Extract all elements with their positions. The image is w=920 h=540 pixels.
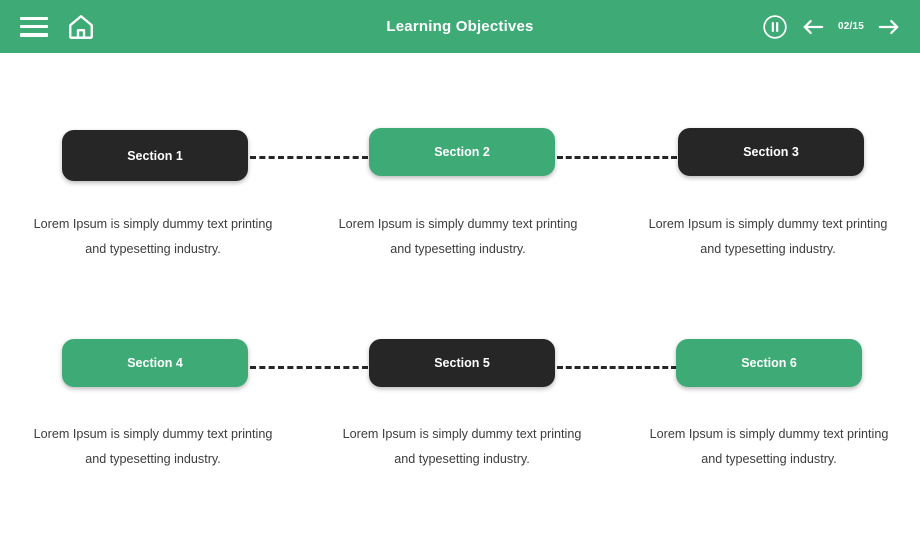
hamburger-menu-icon[interactable] [20,16,48,37]
section-node-6[interactable]: Section 6 [676,339,862,387]
connector-4-to-5 [250,366,368,369]
section-description-6: Lorem Ipsum is simply dummy text printin… [649,427,889,466]
section-node-3[interactable]: Section 3 [678,128,864,176]
section-node-4[interactable]: Section 4 [62,339,248,387]
connector-5-to-6 [557,366,677,369]
arrow-left-icon[interactable] [802,18,824,36]
hamburger-bar [20,16,48,21]
section-node-label: Section 6 [741,356,797,370]
section-description-2: Lorem Ipsum is simply dummy text printin… [338,217,578,256]
section-node-2[interactable]: Section 2 [369,128,555,176]
section-node-1[interactable]: Section 1 [62,130,248,181]
header-right-controls: 02/15 [762,14,900,40]
section-description-4: Lorem Ipsum is simply dummy text printin… [33,427,273,466]
section-node-5[interactable]: Section 5 [369,339,555,387]
home-icon[interactable] [66,12,96,42]
page-counter: 02/15 [837,21,864,32]
section-description-3: Lorem Ipsum is simply dummy text printin… [648,217,888,256]
slide-content-area: Section 1 Section 2 Section 3 Lorem Ipsu… [0,53,920,540]
connector-1-to-2 [250,156,368,159]
connector-2-to-3 [557,156,677,159]
pause-circle-icon[interactable] [762,14,788,40]
section-node-label: Section 1 [127,148,183,163]
section-node-label: Section 2 [434,145,490,159]
top-navigation-bar: Learning Objectives 02/15 [0,0,920,53]
section-description-5: Lorem Ipsum is simply dummy text printin… [342,427,582,466]
section-node-label: Section 5 [434,356,490,370]
section-description-1: Lorem Ipsum is simply dummy text printin… [33,217,273,256]
section-node-label: Section 4 [127,356,183,370]
header-left-controls [20,12,96,42]
hamburger-bar [20,24,48,29]
section-node-label: Section 3 [743,145,799,159]
arrow-right-icon[interactable] [878,18,900,36]
hamburger-bar [20,32,48,37]
